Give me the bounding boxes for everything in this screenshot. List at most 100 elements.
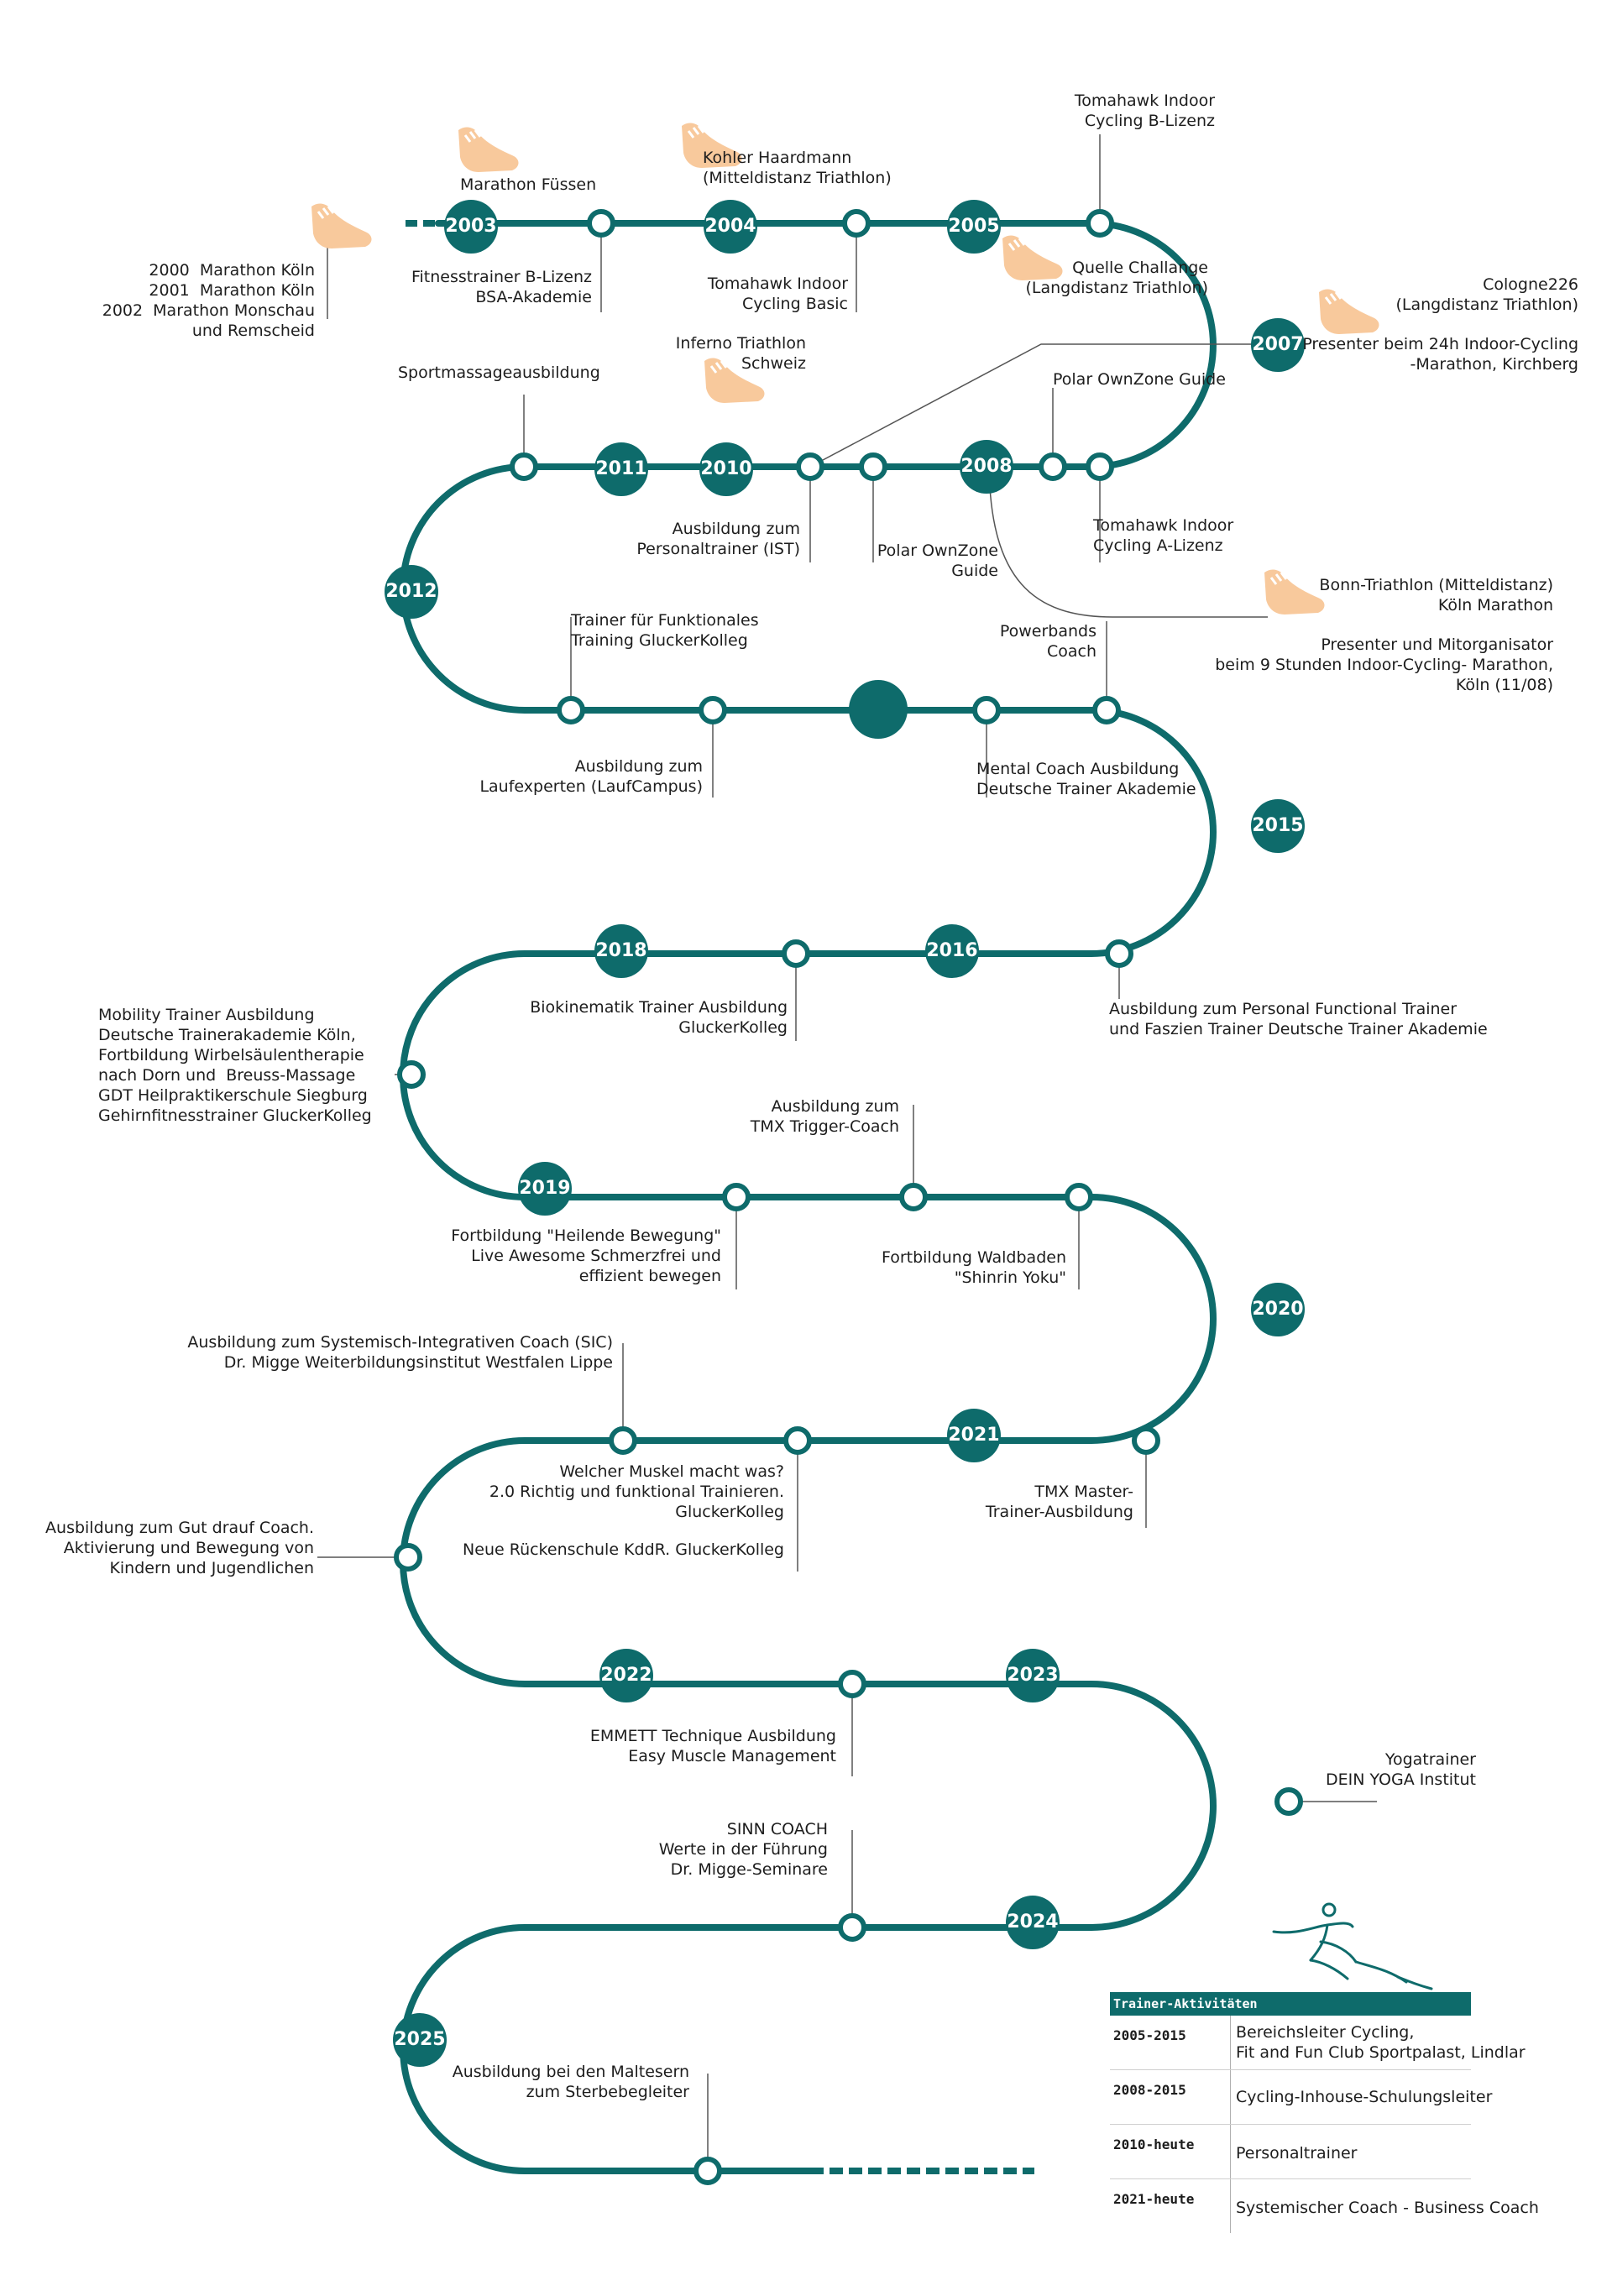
node-fitnesstrainer	[587, 209, 615, 238]
year-2021: 2021	[947, 1409, 1001, 1462]
activity-divider	[1230, 2125, 1231, 2178]
activity-row: 2021-heute Systemischer Coach - Business…	[1110, 2179, 1539, 2233]
label-biokinematik: Biokinematik Trainer Ausbildung GluckerK…	[530, 998, 788, 1037]
label-tomahawk-b: Tomahawk Indoor Cycling B-Lizenz	[1074, 92, 1215, 130]
label-sportmassage: Sportmassageausbildung	[398, 363, 600, 382]
node-powerbands	[1092, 696, 1121, 724]
node-sic	[609, 1426, 637, 1455]
label-polar-top: Polar OwnZone Guide	[1053, 370, 1226, 389]
year-2020: 2020	[1251, 1283, 1305, 1336]
label-personaltrainer: Ausbildung zum Personaltrainer (IST)	[636, 520, 800, 558]
activity-divider	[1230, 2016, 1231, 2069]
activity-divider	[1230, 2070, 1231, 2124]
trainer-activities-table: Trainer-Aktivitäten 2005-2015 Bereichsle…	[1110, 1992, 1539, 2233]
label-cologne: Cologne226 (Langdistanz Triathlon)	[1395, 275, 1578, 314]
shoe-icon	[1319, 289, 1379, 334]
node-personaltrainer	[796, 452, 824, 481]
node-polar-top	[1039, 452, 1067, 481]
label-sinn: SINN COACH Werte in der Führung Dr. Migg…	[658, 1820, 828, 1879]
activity-description: Systemischer Coach - Business Coach	[1236, 2199, 1539, 2217]
label-marathon-fuessen: Marathon Füssen	[460, 175, 597, 194]
activity-description: Cycling-Inhouse-Schulungsleiter	[1236, 2088, 1493, 2106]
label-inferno: Inferno Triathlon Schweiz	[675, 334, 806, 373]
node-sportmassage	[510, 452, 538, 481]
label-marathon-koeln: 2000 Marathon Köln 2001 Marathon Köln 20…	[102, 261, 315, 340]
node-tomahawk-a	[1086, 452, 1114, 481]
year-marker-blank	[849, 680, 908, 739]
node-mental	[972, 696, 1001, 724]
shoe-icon	[704, 358, 765, 403]
node-functional-trainer	[1105, 939, 1133, 968]
label-malteser: Ausbildung bei den Maltesern zum Sterbeb…	[452, 2063, 689, 2101]
label-tomahawk-a: Tomahawk Indoor Cycling A-Lizenz	[1093, 516, 1234, 555]
year-2018: 2018	[594, 924, 648, 978]
label-laufexperten: Ausbildung zum Laufexperten (LaufCampus)	[479, 757, 703, 796]
label-yoga: Yogatrainer DEIN YOGA Institut	[1326, 1750, 1476, 1789]
year-2003: 2003	[444, 200, 498, 254]
node-muskel	[783, 1426, 812, 1455]
node-mobility	[397, 1060, 426, 1089]
activity-description: Personaltrainer	[1236, 2144, 1358, 2163]
label-sic: Ausbildung zum Systemisch-Integrativen C…	[187, 1333, 613, 1372]
year-2023: 2023	[1006, 1649, 1060, 1702]
node-emmett	[838, 1670, 866, 1698]
year-2025: 2025	[393, 2013, 447, 2067]
node-tomahawk-b	[1086, 209, 1114, 238]
label-gut-drauf: Ausbildung zum Gut drauf Coach. Aktivier…	[45, 1519, 314, 1577]
year-2015: 2015	[1251, 799, 1305, 853]
node-yoga	[1274, 1787, 1303, 1816]
year-2005: 2005	[947, 200, 1001, 254]
node-heilende	[722, 1183, 751, 1211]
label-tmx-master: TMX Master- Trainer-Ausbildung	[985, 1483, 1133, 1521]
node-waldbaden	[1065, 1183, 1093, 1211]
year-2011: 2011	[594, 442, 648, 496]
year-2007: 2007	[1251, 318, 1305, 372]
year-2016: 2016	[925, 924, 979, 978]
label-polar-bottom: Polar OwnZone Guide	[877, 541, 998, 580]
shoe-icon	[682, 123, 742, 168]
activity-row: 2010-heute Personaltrainer	[1110, 2125, 1471, 2179]
label-quelle: Quelle Challange (Langdistanz Triathlon)	[1025, 259, 1208, 297]
label-tmx-trigger: Ausbildung zum TMX Trigger-Coach	[750, 1097, 899, 1136]
node-malteser	[693, 2157, 722, 2185]
activity-period: 2008-2015	[1113, 2082, 1186, 2098]
activity-period: 2021-heute	[1113, 2191, 1195, 2207]
label-bonn: Bonn-Triathlon (Mitteldistanz) Köln Mara…	[1319, 576, 1553, 615]
activity-row: 2005-2015 Bereichsleiter Cycling, Fit an…	[1110, 2016, 1526, 2070]
label-functional-trainer: Ausbildung zum Personal Functional Train…	[1109, 1000, 1488, 1038]
node-biokinematik	[782, 939, 810, 968]
shoe-icon	[1002, 235, 1063, 280]
label-heilende: Fortbildung "Heilende Bewegung" Live Awe…	[451, 1226, 721, 1285]
node-laufexperten	[699, 696, 727, 724]
label-emmett: EMMETT Technique Ausbildung Easy Muscle …	[589, 1727, 836, 1765]
year-2004: 2004	[704, 200, 757, 254]
node-polar-bottom	[859, 452, 887, 481]
label-powerbands: Powerbands Coach	[999, 622, 1096, 661]
label-rueckenschule: Neue Rückenschule KddR. GluckerKolleg	[463, 1540, 784, 1559]
label-waldbaden: Fortbildung Waldbaden "Shinrin Yoku"	[881, 1248, 1066, 1287]
node-tmx-master	[1132, 1426, 1160, 1455]
label-mental: Mental Coach Ausbildung Deutsche Trainer…	[976, 760, 1196, 798]
year-2022: 2022	[599, 1649, 653, 1702]
label-kohler: Kohler Haardmann (Mitteldistanz Triathlo…	[703, 149, 892, 187]
activity-period: 2005-2015	[1113, 2027, 1186, 2043]
label-fitnesstrainer: Fitnesstrainer B-Lizenz BSA-Akademie	[411, 268, 592, 306]
label-tomahawk-basic: Tomahawk Indoor Cycling Basic	[707, 275, 848, 313]
activity-row: 2008-2015 Cycling-Inhouse-Schulungsleite…	[1110, 2070, 1492, 2125]
runner-icon	[1272, 1902, 1433, 1990]
activity-period: 2010-heute	[1113, 2136, 1195, 2152]
label-presenter9: Presenter und Mitorganisator beim 9 Stun…	[1215, 635, 1553, 694]
node-sinn	[838, 1913, 866, 1942]
node-tomahawk-basic	[842, 209, 871, 238]
node-funktionales	[557, 696, 585, 724]
year-2010: 2010	[699, 442, 753, 496]
shoe-icon	[458, 127, 519, 172]
node-gut-drauf	[394, 1543, 422, 1572]
activity-description: Bereichsleiter Cycling, Fit and Fun Club…	[1236, 2023, 1526, 2062]
year-2008: 2008	[960, 440, 1013, 494]
label-funktionales: Trainer für Funktionales Training Glucke…	[571, 611, 759, 650]
year-2024: 2024	[1006, 1896, 1060, 1949]
shoe-icon	[1264, 569, 1325, 615]
shoe-icon	[311, 203, 372, 248]
